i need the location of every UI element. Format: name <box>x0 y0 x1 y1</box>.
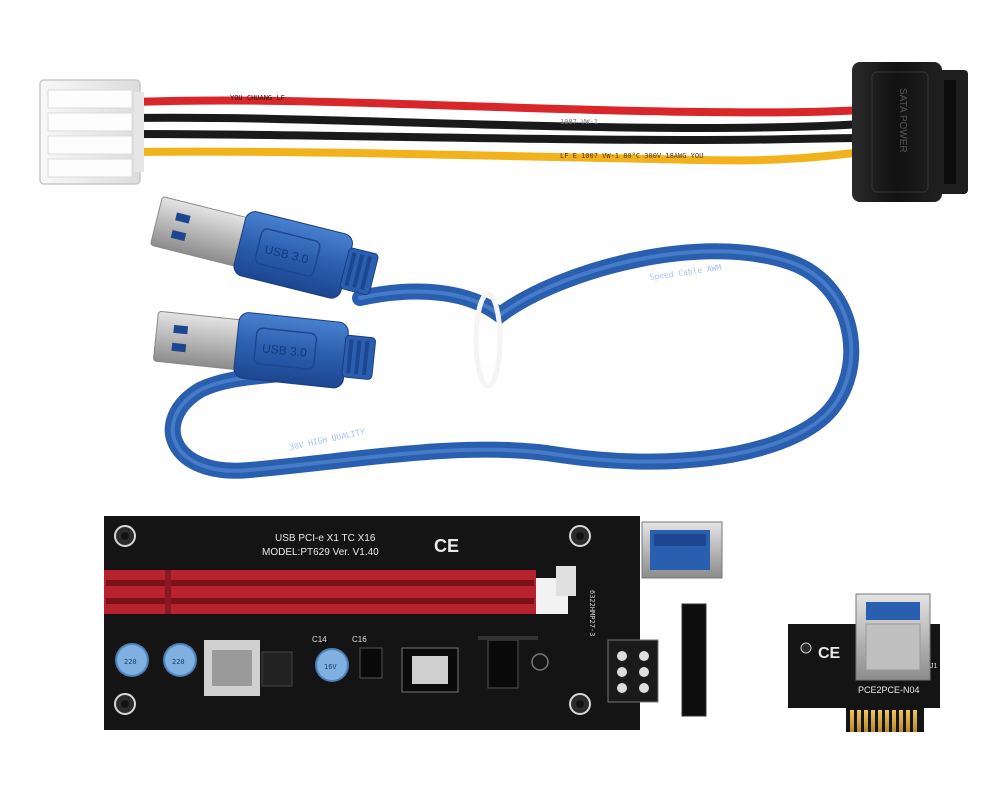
sata-to-molex-cable: YOU CHUANG LF 1007 VW-1 LF E 1007 VW-1 8… <box>39 62 968 202</box>
wire-text-red: YOU CHUANG LF <box>230 94 285 102</box>
adapter-j1-label: J1 <box>930 663 938 670</box>
wire-red <box>134 96 863 117</box>
riser-title-line1: USB PCI-e X1 TC X16 <box>275 533 376 544</box>
wire-yellow <box>134 147 863 165</box>
capacitor-1-label: 220 <box>124 658 137 666</box>
capacitor-2-label: 220 <box>172 658 185 666</box>
molex-connector <box>39 79 144 185</box>
wire-black-1 <box>134 113 863 133</box>
label-c14: C14 <box>312 635 327 644</box>
capacitor-c14-label: 16V <box>324 663 337 671</box>
voltage-regulator <box>204 640 293 696</box>
sata-power-connector: SATA POWER <box>852 62 968 202</box>
usb3-cable: Speed Cable AWM 30V HIGH QUALITY USB 3.0… <box>150 196 860 479</box>
sata-plug-text: SATA POWER <box>897 88 908 153</box>
label-c16: C16 <box>352 635 367 644</box>
pcie-x1-adapter: CE PCE2PCE-N04 J1 <box>788 593 940 732</box>
usb-plug-bottom-text: USB 3.0 <box>261 341 307 360</box>
capacitor-2: 220 <box>163 643 197 677</box>
usb-cable-text-2: 30V HIGH QUALITY <box>289 427 366 452</box>
usb-plug-bottom: USB 3.0 <box>153 310 376 389</box>
pcie-x16-slot <box>104 566 576 614</box>
cable-tie <box>473 291 503 389</box>
adapter-model-text: PCE2PCE-N04 <box>858 685 920 695</box>
gold-fingers <box>850 710 917 732</box>
chips <box>359 636 549 693</box>
usb-cable-text-1: Speed Cable AWM <box>649 263 722 282</box>
adapter-usb3-port <box>855 593 931 681</box>
usb-plug-top: USB 3.0 <box>150 196 379 299</box>
riser-board: USB PCI-e X1 TC X16 MODEL:PT629 Ver. V1.… <box>104 516 723 730</box>
wire-text-black: 1007 VW-1 <box>560 118 598 126</box>
capacitor-c14: 16V <box>315 648 349 682</box>
capacitor-1: 220 <box>115 643 149 677</box>
wire-text-yellow: LF E 1007 VW-1 80°C 300V 18AWG YOU <box>560 152 703 160</box>
six-pin-power-connector <box>607 603 707 717</box>
riser-ce-mark: CE <box>434 536 459 556</box>
usb3-port <box>641 521 723 579</box>
riser-title-line2: MODEL:PT629 Ver. V1.40 <box>262 547 379 558</box>
chip-label: 6322HMP27-3 <box>588 590 596 636</box>
adapter-ce-mark: CE <box>818 645 841 662</box>
wire-black-2 <box>134 130 863 145</box>
